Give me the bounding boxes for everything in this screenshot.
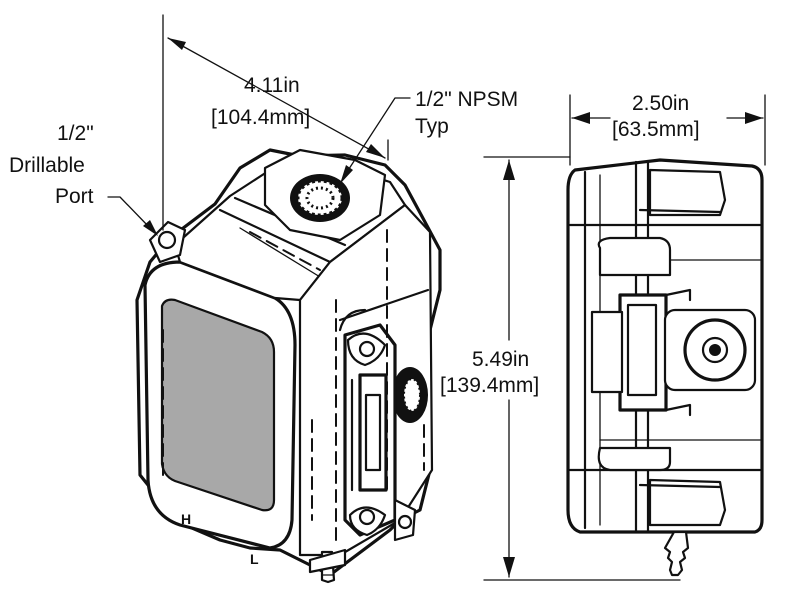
drill-size-label: 1/2"	[57, 122, 94, 145]
npsm-callout: 1/2" NPSM Typ	[340, 88, 518, 184]
height-inches-label: 5.49in	[472, 348, 529, 371]
dimension-width-iso: 4.11in [104.4mm]	[162, 14, 389, 231]
width-mm-label: [104.4mm]	[211, 106, 310, 129]
marker-l: L	[250, 551, 259, 567]
side-top-fitting	[648, 168, 727, 217]
side-bottom-fitting	[648, 478, 727, 527]
side-width-inches-label: 2.50in	[632, 92, 689, 115]
side-barb-fitting	[663, 530, 690, 577]
mount-hole-bottom	[397, 514, 413, 530]
npsm-typ-label: Typ	[415, 115, 449, 138]
side-view	[566, 158, 764, 577]
dimension-height: 5.49in [139.4mm]	[440, 156, 681, 581]
height-mm-label: [139.4mm]	[440, 374, 539, 397]
drill-port-label: Port	[55, 185, 94, 208]
side-width-mm-label: [63.5mm]	[612, 118, 700, 141]
isometric-view: H L	[135, 148, 442, 584]
dimension-side-width: 2.50in [63.5mm]	[569, 92, 766, 166]
front-label-plate	[160, 298, 276, 512]
drillable-port-callout: 1/2" Drillable Port	[9, 122, 158, 236]
marker-h: H	[181, 511, 191, 527]
width-inches-label: 4.11in	[244, 74, 300, 97]
drill-word-label: Drillable	[9, 154, 85, 177]
npsm-size-label: 1/2" NPSM	[415, 88, 518, 111]
